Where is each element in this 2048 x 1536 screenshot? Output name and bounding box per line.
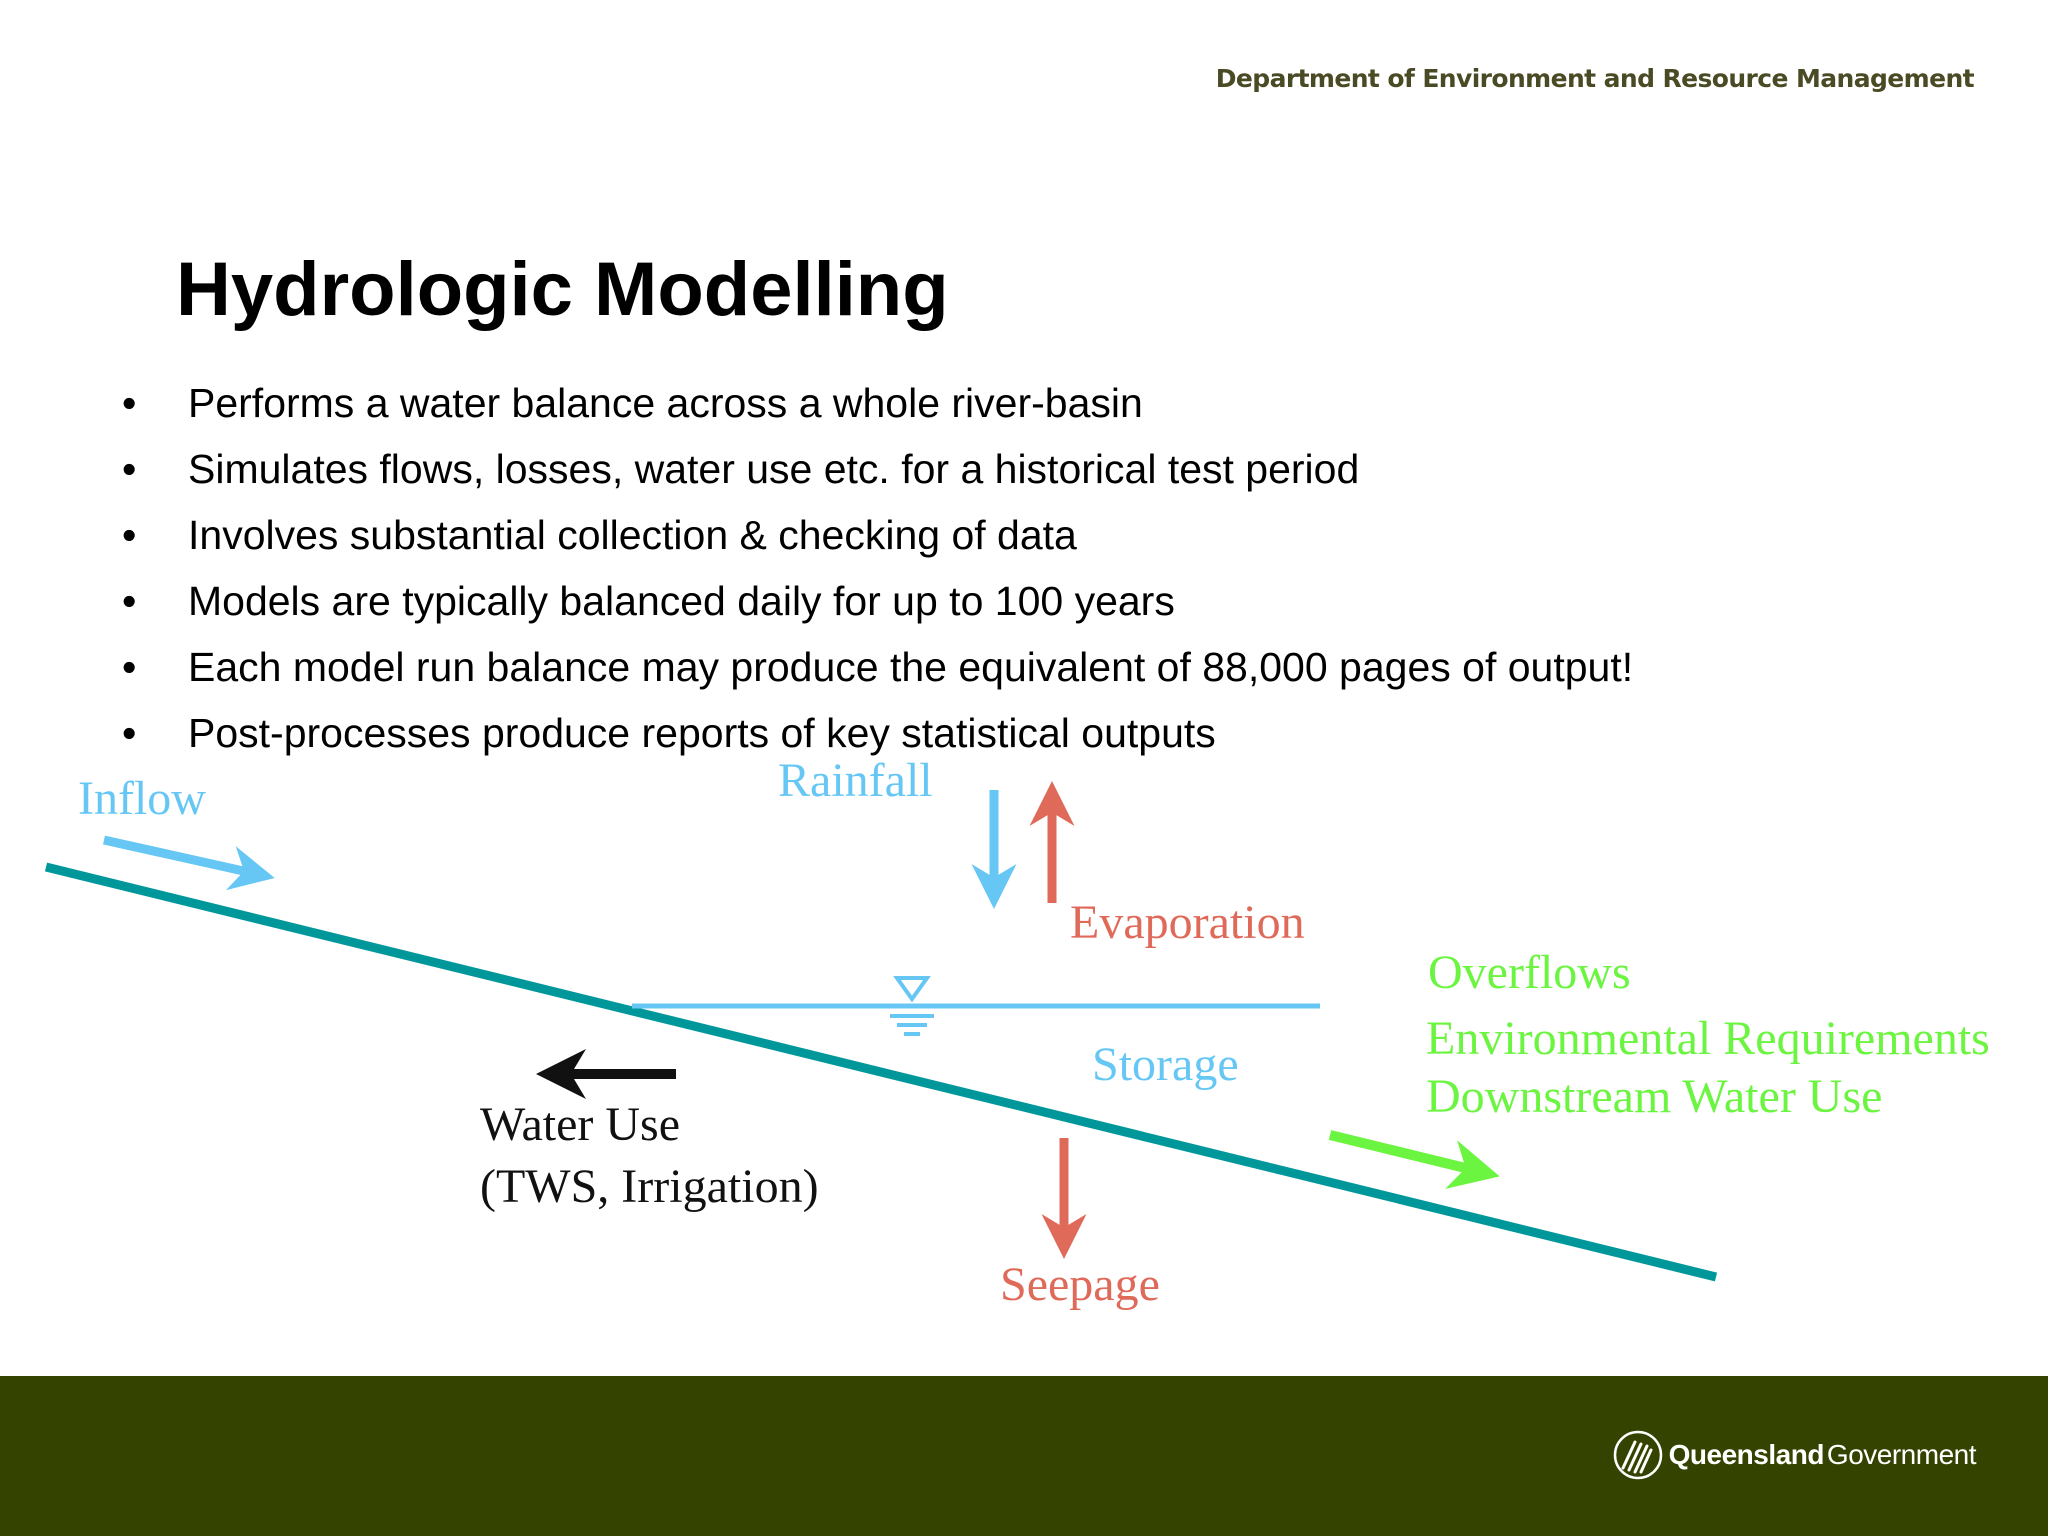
bullet-marker: • [122, 446, 137, 492]
overflows-label: Overflows [1428, 946, 1631, 999]
department-name: Department of Environment and Resource M… [1215, 64, 1975, 93]
environmental-requirements-label: Environmental Requirements [1426, 1012, 1990, 1065]
bullet-text: Post-processes produce reports of key st… [188, 710, 1216, 756]
inflow-label: Inflow [78, 772, 206, 825]
bullet-text: Each model run balance may produce the e… [188, 644, 1634, 690]
rainfall-label: Rainfall [778, 754, 933, 807]
outflow-arrow [1328, 1130, 1500, 1189]
logo-text-government: Government [1826, 1439, 1977, 1470]
water-use-detail-label: (TWS, Irrigation) [480, 1160, 819, 1213]
queensland-crest-icon [1613, 1430, 1662, 1480]
water-balance-diagram: Inflow Rainfall Evaporation Overflows En… [44, 754, 1990, 1311]
evaporation-label: Evaporation [1070, 896, 1305, 949]
bullet-text: Simulates flows, losses, water use etc. … [188, 446, 1360, 492]
bullet-marker: • [122, 578, 137, 624]
storage-label: Storage [1092, 1038, 1239, 1091]
inflow-arrow [103, 835, 275, 891]
water-level-icon [890, 976, 934, 1036]
bullet-text: Involves substantial collection & checki… [188, 512, 1077, 558]
footer-bar: Queensland Government [0, 1376, 2048, 1536]
river-line [44, 862, 1718, 1282]
bullet-marker: • [122, 512, 137, 558]
bullet-text: Models are typically balanced daily for … [188, 578, 1175, 624]
seepage-label: Seepage [1000, 1258, 1160, 1311]
slide-title: Hydrologic Modelling [176, 247, 949, 332]
queensland-government-logo: Queensland Government [1611, 1428, 1977, 1482]
logo-text-queensland: Queensland [1668, 1439, 1825, 1470]
water-use-label: Water Use [480, 1098, 680, 1151]
bullet-marker: • [122, 710, 137, 756]
downstream-water-use-label: Downstream Water Use [1426, 1070, 1882, 1123]
bullet-text: Performs a water balance across a whole … [188, 380, 1143, 426]
bullet-marker: • [122, 380, 137, 426]
bullet-marker: • [122, 644, 137, 690]
